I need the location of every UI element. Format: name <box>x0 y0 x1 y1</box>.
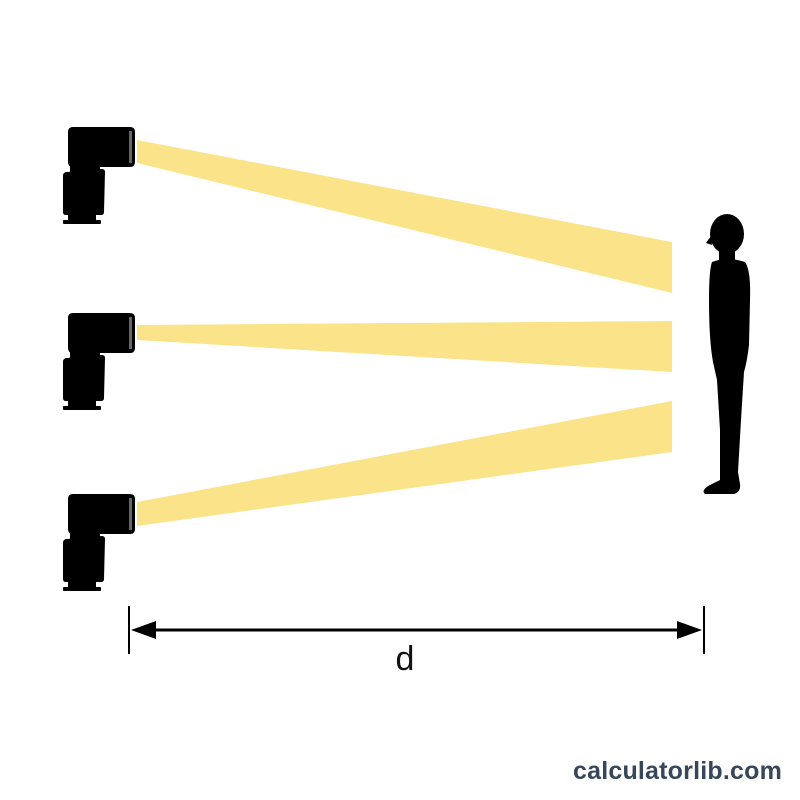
flash-unit-middle <box>63 313 135 410</box>
dimension-arrow-left <box>131 621 156 639</box>
flash-unit-bottom <box>63 494 135 591</box>
watermark: calculatorlib.com <box>572 757 782 785</box>
distance-label: d <box>396 640 415 678</box>
distance-dimension: d <box>128 606 705 678</box>
dimension-arrow-right <box>677 621 702 639</box>
person-silhouette <box>703 214 751 494</box>
light-beam-top <box>137 140 672 293</box>
light-beam-middle <box>137 321 672 372</box>
flash-unit-top <box>63 127 135 224</box>
light-beam-bottom <box>137 401 672 526</box>
